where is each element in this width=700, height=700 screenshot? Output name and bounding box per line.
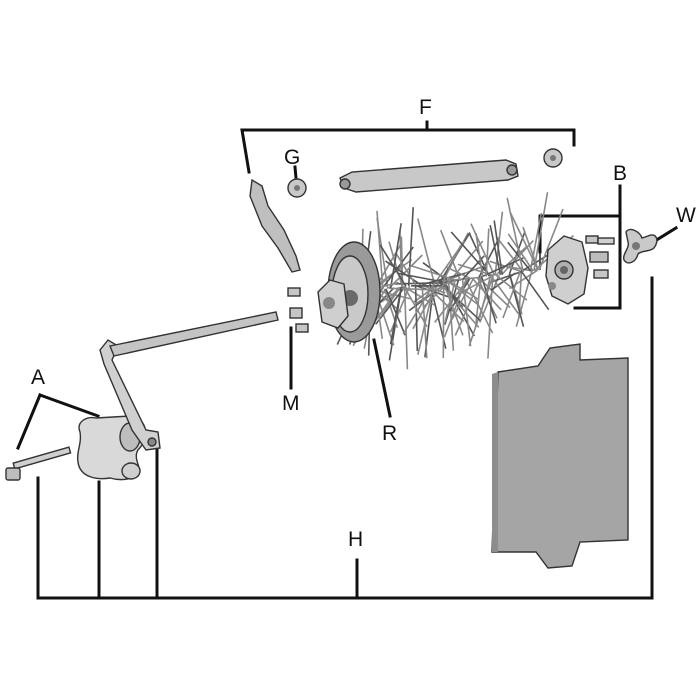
scraper-plate — [491, 343, 629, 569]
bristle — [447, 281, 455, 351]
bristle — [417, 282, 436, 355]
label-h: H — [348, 528, 363, 551]
bristle — [493, 220, 503, 275]
a-callout — [16, 393, 100, 450]
bristle — [495, 274, 528, 301]
bristle — [399, 229, 403, 287]
nut-g — [287, 178, 307, 198]
label-w: W — [676, 204, 696, 227]
bristle — [414, 280, 450, 306]
bristle — [388, 241, 404, 288]
bristle — [476, 277, 498, 319]
bristle — [389, 223, 402, 289]
long-bolt — [5, 446, 72, 481]
bristle — [485, 228, 490, 277]
b-small-parts — [585, 235, 615, 279]
side-bracket — [249, 178, 301, 273]
bristle — [376, 210, 384, 290]
bristle — [449, 240, 484, 282]
bristle — [489, 224, 502, 275]
bristle — [508, 269, 538, 290]
bristle — [502, 272, 521, 319]
bristle — [494, 211, 504, 276]
bristle — [501, 240, 534, 276]
top-bar — [339, 159, 519, 193]
g-leader — [293, 165, 298, 180]
bristle — [495, 236, 525, 273]
left-end-plate — [317, 279, 349, 329]
label-f: F — [419, 96, 432, 119]
f-bracket — [240, 120, 576, 174]
bristle — [390, 287, 434, 291]
bristle — [480, 257, 524, 278]
brush-bristles — [325, 192, 575, 370]
bristle — [495, 246, 528, 276]
bristle — [454, 276, 482, 336]
bristle — [407, 207, 414, 287]
bristle — [475, 232, 484, 278]
label-g: G — [284, 146, 300, 169]
crank-arm — [99, 339, 161, 451]
r-leader — [372, 338, 392, 418]
bristle — [508, 273, 525, 327]
bristle — [385, 288, 406, 336]
bristle — [379, 286, 401, 318]
bristle — [451, 277, 475, 320]
right-end-plate — [545, 235, 589, 305]
bristle — [403, 286, 409, 370]
bristle — [490, 275, 520, 315]
bristle — [461, 279, 472, 347]
bristle — [414, 285, 419, 352]
bristle — [398, 272, 443, 283]
bristle — [410, 265, 457, 282]
bristle — [442, 244, 462, 283]
nut-top-right — [543, 148, 563, 168]
bristle — [489, 260, 524, 273]
bristle — [403, 286, 428, 328]
bristle — [538, 208, 564, 271]
label-r: R — [382, 422, 397, 445]
bristle — [395, 253, 417, 286]
h-callout-lines — [36, 276, 654, 600]
bristle — [447, 280, 479, 306]
crank-rod — [109, 311, 279, 357]
wing-nut — [622, 228, 658, 264]
bristle — [470, 223, 496, 276]
bristle — [509, 211, 539, 271]
bristle — [464, 278, 494, 334]
label-b: B — [613, 162, 627, 185]
bristle — [478, 275, 492, 319]
bristle — [389, 286, 402, 345]
label-a: A — [31, 366, 45, 389]
bristle — [385, 260, 421, 286]
bristle — [450, 231, 491, 277]
label-m: M — [282, 392, 300, 415]
bristle — [506, 197, 524, 273]
bristle — [533, 192, 549, 271]
bristle — [443, 278, 467, 338]
bristle — [521, 271, 550, 311]
bristle — [402, 282, 436, 335]
pins-m — [287, 287, 309, 333]
bristle — [481, 276, 497, 324]
bristle — [379, 244, 407, 287]
bristle — [529, 212, 543, 272]
